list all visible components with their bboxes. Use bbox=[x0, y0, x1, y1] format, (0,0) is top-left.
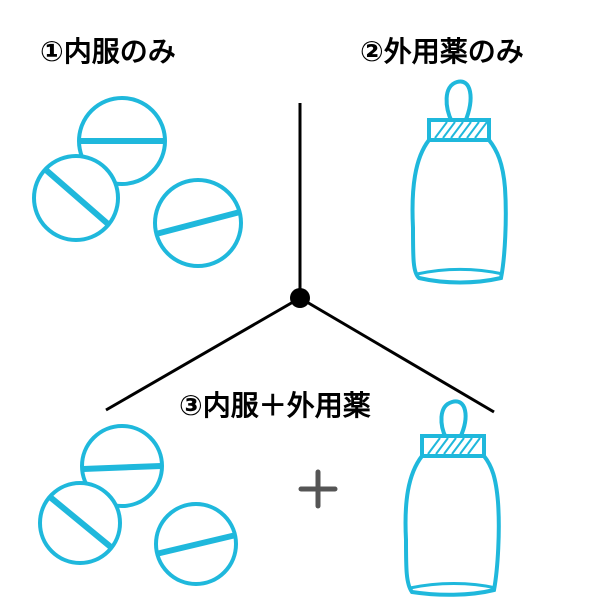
connector-line-right bbox=[299, 296, 495, 414]
ointment-bottle-icon bbox=[403, 399, 501, 597]
junction-dot-icon bbox=[290, 288, 310, 308]
pill-icon bbox=[154, 502, 238, 586]
pill-icon bbox=[80, 424, 164, 508]
ointment-bottle-icon bbox=[410, 79, 508, 285]
pill-icon bbox=[153, 178, 243, 268]
connector-line-left bbox=[105, 296, 301, 412]
option-3-label: ③内服＋外用薬 bbox=[175, 392, 375, 420]
plus-icon bbox=[298, 469, 338, 509]
pill-icon bbox=[38, 481, 122, 565]
option-2-label: ②外用薬のみ bbox=[360, 35, 524, 68]
pill-icon bbox=[32, 154, 120, 242]
option-1-label: ①内服のみ bbox=[40, 35, 176, 68]
